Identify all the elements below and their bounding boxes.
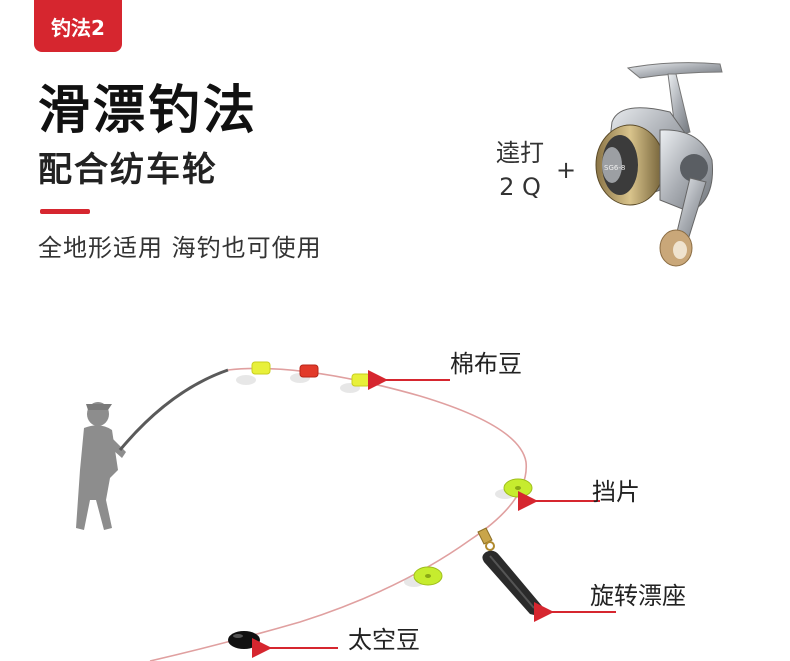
- page-subtitle: 配合纺车轮: [38, 150, 218, 190]
- reel-model-text: SG6-8: [604, 164, 625, 172]
- cotton-beads: [236, 361, 371, 393]
- stopper-disc-lower: [404, 566, 443, 587]
- page-title: 滑漂钓法: [38, 81, 259, 141]
- title-underline: [40, 209, 90, 214]
- method-badge-label: 钓法2: [51, 15, 105, 40]
- label-swivel-float-seat: 旋转漂座: [590, 582, 686, 610]
- reel-caption: 逵打 2 Q: [488, 136, 552, 204]
- method-badge: 钓法2: [34, 0, 122, 52]
- swivel-float-seat-icon: [477, 527, 544, 616]
- fishing-line: [149, 367, 527, 661]
- space-bead-icon: [228, 631, 260, 649]
- reel-caption-line1: 逵打: [496, 139, 544, 167]
- stopper-disc-upper: [495, 478, 533, 499]
- plus-sign: +: [556, 156, 577, 184]
- spinning-reel-icon: SG6-8: [595, 62, 723, 267]
- label-cotton-bead: 棉布豆: [450, 350, 522, 378]
- angler-silhouette-icon: [76, 402, 126, 530]
- page-description: 全地形适用 海钓也可使用: [38, 234, 322, 262]
- cotton-bead-red: [299, 364, 319, 378]
- label-stopper: 挡片: [592, 478, 640, 506]
- label-space-bead: 太空豆: [348, 626, 420, 654]
- reel-caption-line2: 2 Q: [499, 173, 541, 201]
- cotton-bead-yellow-1: [251, 361, 271, 375]
- fishing-rod: [118, 368, 229, 451]
- cotton-bead-yellow-2: [351, 373, 371, 387]
